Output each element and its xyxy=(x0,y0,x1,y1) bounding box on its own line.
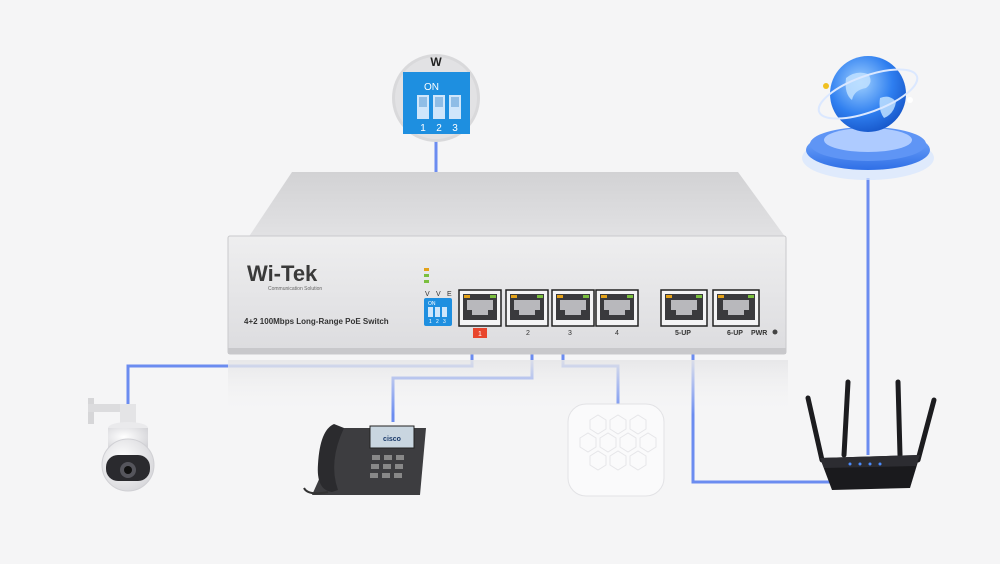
ethernet-port-3[interactable] xyxy=(551,289,595,327)
dip-label-2: V xyxy=(436,291,441,298)
ip-phone-icon: cisco xyxy=(303,424,426,495)
pwr-label: PWR xyxy=(751,330,767,337)
led-legend-2 xyxy=(424,274,429,277)
switch-reflection xyxy=(228,360,788,415)
dip-zoom-num-1: 1 xyxy=(420,123,426,134)
ptz-camera-icon xyxy=(88,398,155,492)
port-label-4: 4 xyxy=(615,330,619,337)
brand-logo: Wi-Tek xyxy=(247,261,318,286)
dip-zoom-header: W xyxy=(430,55,442,69)
port-label-6: 6-UP xyxy=(727,330,743,337)
dip-zoom-on: ON xyxy=(424,82,439,93)
ethernet-port-4[interactable] xyxy=(595,289,639,327)
dip-label-1: V xyxy=(425,291,430,298)
port-label-1: 1 xyxy=(478,331,482,338)
dip-small-num-3: 3 xyxy=(443,319,446,325)
switch-top xyxy=(248,172,786,238)
model-label: 4+2 100Mbps Long-Range PoE Switch xyxy=(244,317,389,326)
svg-text:cisco: cisco xyxy=(383,436,401,443)
dip-zoom-num-2: 2 xyxy=(436,123,442,134)
dip-small-num-2: 2 xyxy=(436,319,439,325)
dip-switch-zoom: W ON 1 2 3 xyxy=(392,54,480,142)
port-label-5: 5-UP xyxy=(675,330,691,337)
ethernet-port-5[interactable] xyxy=(660,289,708,327)
dip-small-on: ON xyxy=(428,301,436,307)
dip-small-num-1: 1 xyxy=(429,319,432,325)
port1-highlight xyxy=(473,328,487,338)
ethernet-ports xyxy=(458,289,760,327)
port-label-2: 2 xyxy=(526,330,530,337)
dip-zoom-num-3: 3 xyxy=(452,123,458,134)
access-point-icon xyxy=(567,403,665,497)
led-legend-3 xyxy=(424,280,429,283)
poe-switch: Wi-Tek Communication Solution 4+2 100Mbp… xyxy=(227,172,788,415)
ethernet-port-6[interactable] xyxy=(712,289,760,327)
led-legend-1 xyxy=(424,268,429,271)
ethernet-port-1[interactable] xyxy=(458,289,502,327)
router-icon xyxy=(805,379,937,490)
pwr-led xyxy=(772,329,778,335)
internet-globe-icon xyxy=(802,56,934,180)
dip-label-3: E xyxy=(447,291,452,298)
brand-tagline: Communication Solution xyxy=(268,286,322,292)
ethernet-port-2[interactable] xyxy=(505,289,549,327)
port-label-3: 3 xyxy=(568,330,572,337)
